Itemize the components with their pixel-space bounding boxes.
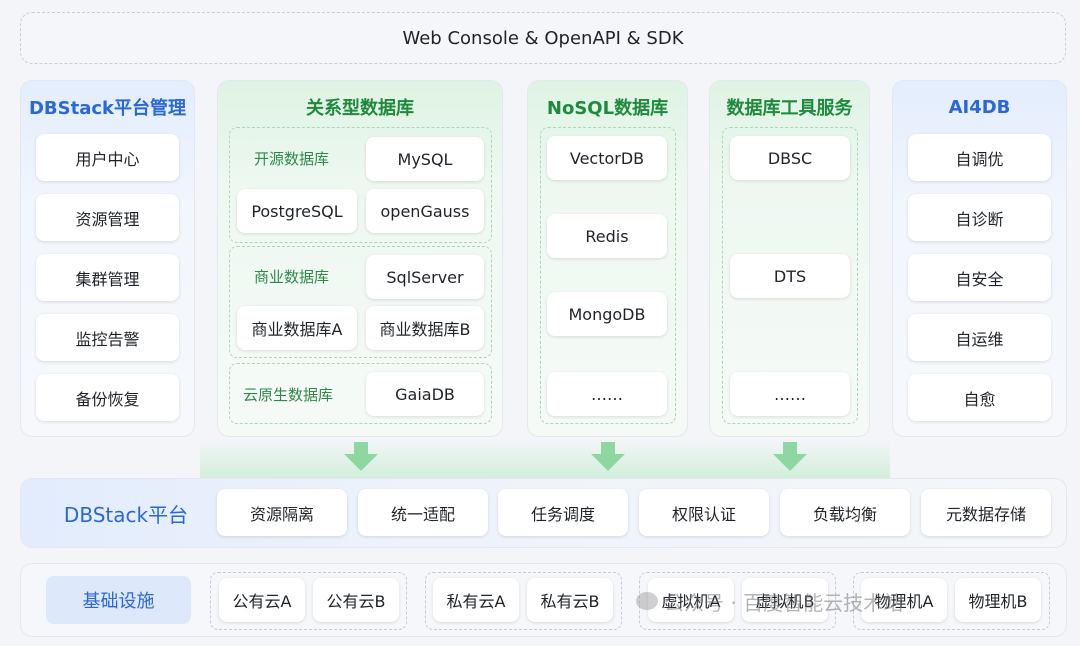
db-item-mysql[interactable]: MySQL [366, 137, 484, 181]
platform-title: DBStack平台 [63, 502, 189, 527]
db-item-gaiadb[interactable]: GaiaDB [366, 372, 484, 416]
infra-title: 基础设施 [46, 576, 191, 624]
db-item-commercial-a[interactable]: 商业数据库A [237, 306, 357, 350]
infra-item-vm-b[interactable]: 虚拟机B [742, 578, 828, 622]
db-item-postgresql[interactable]: PostgreSQL [237, 189, 357, 233]
platform-mgmt-item[interactable]: 监控告警 [36, 314, 179, 361]
infra-item-private-b[interactable]: 私有云B [527, 578, 613, 622]
ai4db-item[interactable]: 自愈 [908, 374, 1051, 421]
wechat-icon [636, 592, 658, 610]
nosql-item-vectordb[interactable]: VectorDB [547, 136, 667, 180]
cloud-native-group [229, 363, 492, 424]
platform-item[interactable]: 负载均衡 [780, 489, 910, 536]
ai4db-item[interactable]: 自运维 [908, 314, 1051, 361]
ai4db-item[interactable]: 自诊断 [908, 194, 1051, 241]
platform-item[interactable]: 权限认证 [639, 489, 769, 536]
infra-item-physical-b[interactable]: 物理机B [955, 578, 1041, 622]
platform-item[interactable]: 任务调度 [498, 489, 628, 536]
tools-group [722, 127, 858, 424]
infra-group-physical [853, 572, 1050, 630]
platform-mgmt-item[interactable]: 集群管理 [36, 254, 179, 301]
down-arrow-icon [344, 442, 378, 471]
infra-group-vm [639, 572, 836, 630]
nosql-title: NoSQL数据库 [546, 98, 669, 119]
open-source-label: 开源数据库 [254, 150, 330, 168]
db-item-opengauss[interactable]: openGauss [366, 189, 484, 233]
commercial-group [229, 246, 492, 358]
nosql-item-more[interactable]: …… [547, 372, 667, 416]
watermark: 公众号 · 百度智能云技术站 [636, 588, 904, 615]
commercial-label: 商业数据库 [254, 268, 330, 286]
relational-title: 关系型数据库 [306, 98, 414, 119]
down-arrow-icon [591, 442, 625, 471]
down-arrow-icon [773, 442, 807, 471]
platform-item[interactable]: 统一适配 [358, 489, 488, 536]
tools-item-dbsc[interactable]: DBSC [730, 136, 850, 180]
top-bar-label: Web Console & OpenAPI & SDK [402, 27, 684, 49]
open-source-group [229, 127, 492, 243]
db-item-commercial-b[interactable]: 商业数据库B [366, 306, 484, 350]
infra-item-private-a[interactable]: 私有云A [433, 578, 519, 622]
platform-item[interactable]: 资源隔离 [217, 489, 347, 536]
platform-mgmt-item[interactable]: 备份恢复 [36, 374, 179, 421]
platform-mgmt-title: DBStack平台管理 [28, 98, 187, 119]
infra-item-public-a[interactable]: 公有云A [219, 578, 305, 622]
infra-item-vm-a[interactable]: 虚拟机A [648, 578, 734, 622]
platform-mgmt-item[interactable]: 用户中心 [36, 134, 179, 181]
connector-glow [200, 440, 890, 478]
tools-item-more[interactable]: …… [730, 372, 850, 416]
infra-item-public-b[interactable]: 公有云B [313, 578, 399, 622]
ai4db-item[interactable]: 自安全 [908, 254, 1051, 301]
watermark-text: 公众号 · 百度智能云技术站 [664, 590, 904, 615]
infra-group-private [425, 572, 622, 630]
nosql-group [540, 127, 676, 424]
platform-item[interactable]: 元数据存储 [921, 489, 1051, 536]
top-bar: Web Console & OpenAPI & SDK [20, 12, 1066, 64]
nosql-item-redis[interactable]: Redis [547, 214, 667, 258]
infra-item-physical-a[interactable]: 物理机A [861, 578, 947, 622]
cloud-native-label: 云原生数据库 [243, 386, 334, 404]
ai4db-item[interactable]: 自调优 [908, 134, 1051, 181]
tools-item-dts[interactable]: DTS [730, 254, 850, 298]
platform-mgmt-item[interactable]: 资源管理 [36, 194, 179, 241]
tools-title: 数据库工具服务 [726, 98, 853, 119]
nosql-item-mongodb[interactable]: MongoDB [547, 292, 667, 336]
db-item-sqlserver[interactable]: SqlServer [366, 255, 484, 299]
infra-group-public [210, 572, 407, 630]
ai4db-title: AI4DB [948, 96, 1011, 118]
